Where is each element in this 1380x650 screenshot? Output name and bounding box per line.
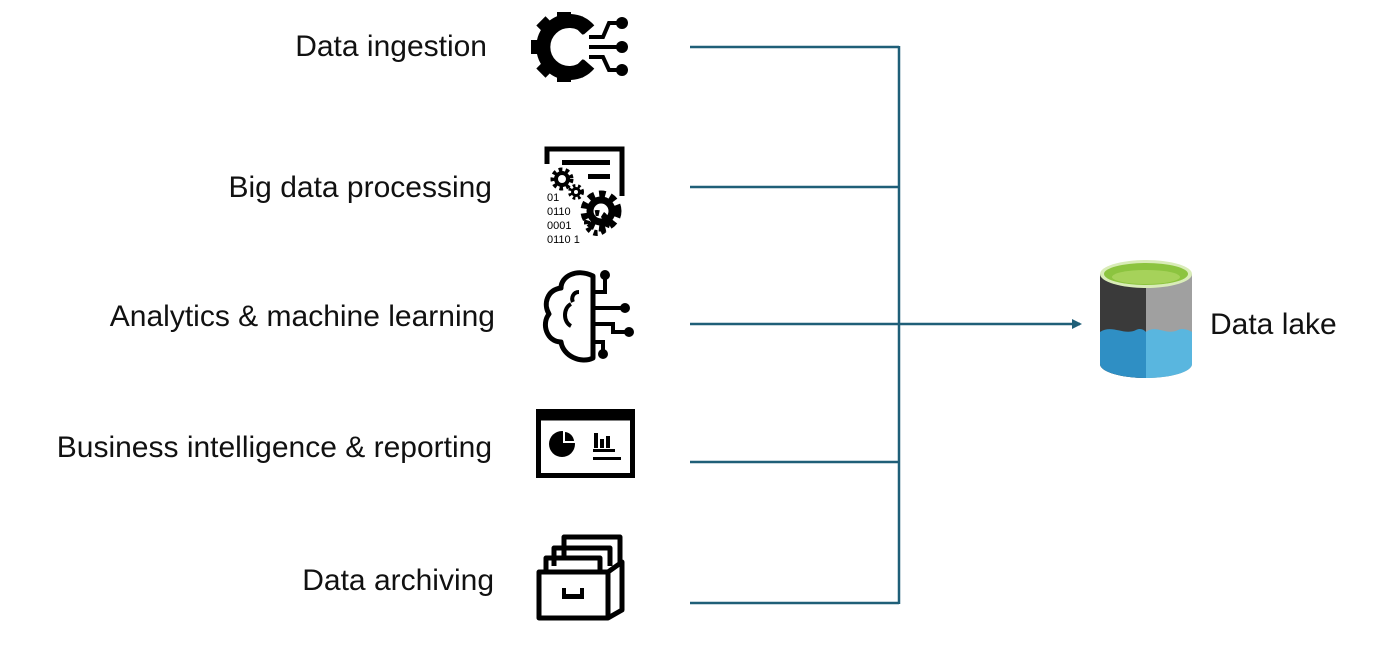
binary-line-3: 0001: [547, 220, 571, 232]
gear-circuit-icon: [531, 12, 628, 82]
file-drawer-icon: [536, 534, 625, 621]
bar-chart-icon: [593, 433, 621, 460]
data-processing-gears-icon: 01 0110 0001 0110 1: [544, 146, 625, 246]
connector-lines: [690, 45, 1082, 605]
label-data-ingestion: Data ingestion: [295, 30, 487, 63]
brain-circuit-icon: [543, 270, 634, 363]
label-business-intelligence: Business intelligence & reporting: [56, 431, 492, 464]
tiny-gear-icon: [568, 184, 584, 200]
dashboard-chart-icon: [536, 409, 635, 478]
binary-line-1: 01: [547, 192, 559, 204]
binary-line-2: 0110: [547, 206, 571, 218]
small-gear-icon: [550, 167, 574, 191]
label-data-archiving: Data archiving: [302, 564, 494, 597]
label-analytics-ml: Analytics & machine learning: [109, 300, 495, 333]
large-gear-icon: [580, 190, 622, 236]
data-lake-cylinder-icon: [1100, 260, 1192, 378]
binary-line-4: 0110 1: [547, 234, 580, 246]
label-big-data-processing: Big data processing: [228, 171, 493, 204]
pie-chart-icon: [549, 427, 578, 457]
label-data-lake: Data lake: [1210, 308, 1337, 341]
